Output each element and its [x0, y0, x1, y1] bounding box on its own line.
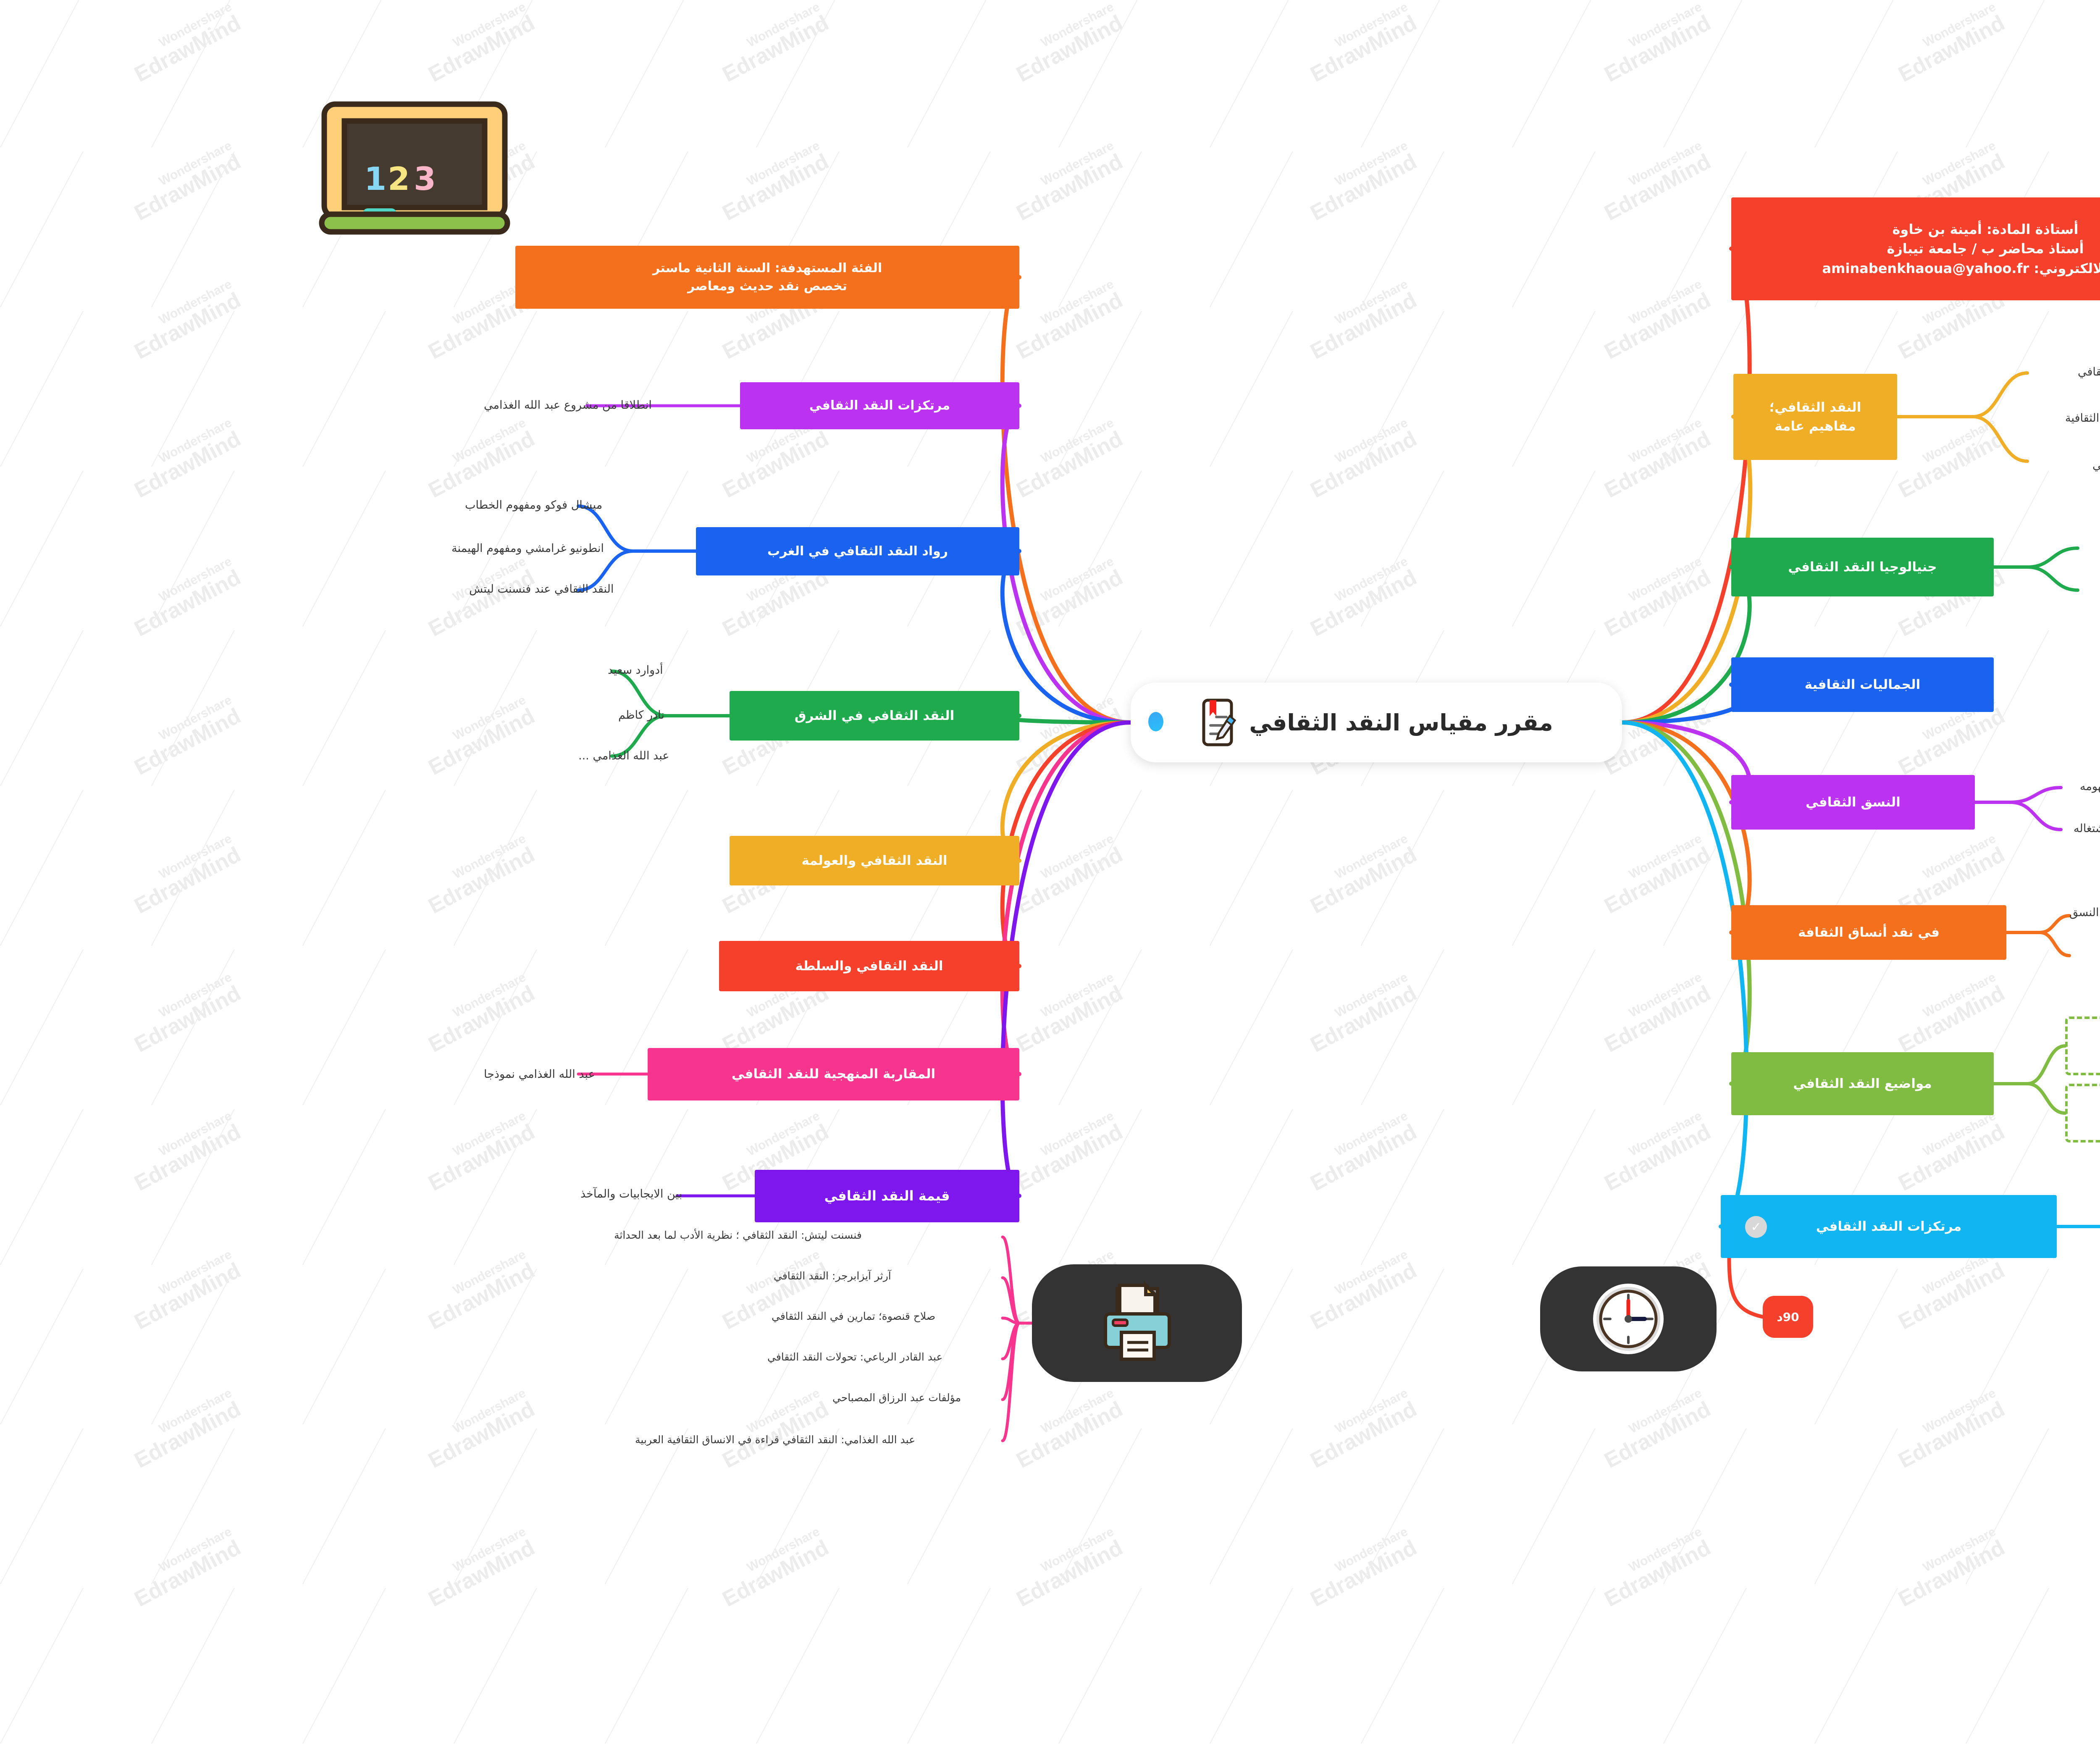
- dashbox-foundations-right-1: انطلاقا من مشروع عبد الله الغذامي: [1737, 1199, 2014, 1254]
- node-cultural-pattern[interactable]: النسق الثقافي: [1348, 775, 1592, 830]
- watermark-hatch: [1885, 1588, 1969, 1744]
- leaf-bibliography-3: صلاح قنصوة؛ تمارين في النقد الثقافي: [388, 1310, 552, 1324]
- leaf-cultural-pattern-1: مفهومه: [1697, 779, 1732, 794]
- node-instructor[interactable]: أستاذة المادة: أمينة بن خاوة أستاذ محاضر…: [1348, 197, 1856, 300]
- leaf-east-criticism-3: عبد الله الغذامي ...: [195, 749, 286, 763]
- node-foundations-right[interactable]: مرتكزات النقد الثقافي: [1338, 1195, 1674, 1258]
- leaf-critique-patterns-1: خطوات الكشف عن النسق: [1686, 905, 1813, 920]
- brand-top-label: Wondershare: [1900, 8, 2026, 22]
- node-aesthetics[interactable]: الجماليات الثقافية: [1348, 657, 1611, 712]
- watermark-hatch: [1583, 1588, 1666, 1744]
- id-card-line: [1900, 189, 1935, 193]
- leaf-foundations-left-1: انطلاقا من مشروع عبد الله الغذامي: [101, 398, 269, 412]
- leaf-genealogy-1: 2- نشأة النقد الثقافي: [1732, 540, 1833, 554]
- node-methodology[interactable]: المقاربة المنهجية للنقد الثقافي: [265, 1048, 636, 1101]
- leaf-critique-patterns-2: أنواع الأنساق: [1732, 947, 1793, 962]
- node-power[interactable]: النقد الثقافي والسلطة: [336, 941, 636, 991]
- leaf-west-pioneers-3: النقد الثقافي عند فنسنت ليتش: [86, 582, 231, 596]
- leaf-methodology-1: عبد الله الغذامي نموذجا: [101, 1067, 212, 1082]
- node-target-audience[interactable]: الفئة المستهدفة: السنة الثانية ماستر تخص…: [132, 246, 636, 309]
- edrawmind-logo-icon: [2034, 8, 2073, 47]
- edrawmind-brand-badge: Wondershare EdrawMind: [1890, 0, 2087, 57]
- leaf-bibliography-2: آرثر آيزابرجر: النقد الثقافي: [391, 1269, 508, 1283]
- center-node[interactable]: مقرر مقياس النقد الثقافي: [748, 683, 1239, 762]
- node-critique-patterns[interactable]: في نقد أنساق الثقافة: [1348, 905, 1623, 960]
- watermark-hatch: [1431, 1588, 1515, 1744]
- watermark-hatch: [222, 1588, 305, 1744]
- watermark-hatch: [1280, 1588, 1364, 1744]
- leaf-bibliography-5: مؤلفات عبد الرزاق المصباحي: [449, 1391, 578, 1405]
- svg-text:2: 2: [5, 160, 27, 197]
- leaf-genealogy-2: 3_ تطورات النقد الثقافي: [1728, 582, 1845, 596]
- node-east-criticism[interactable]: النقد الثقافي في الشرق: [346, 691, 636, 741]
- watermark-hatch: [71, 1588, 154, 1744]
- watermark-hatch: [524, 1588, 608, 1744]
- duration-badge: 90د: [1380, 1296, 1430, 1338]
- leaf-west-pioneers-2: انطونيو غرامشي ومفهوم الهيمنة: [68, 541, 221, 556]
- watermark-hatch: [827, 1588, 910, 1744]
- center-node-title: مقرر مقياس النقد الثقافي: [866, 709, 1170, 736]
- clock-icon: [1205, 1279, 1285, 1359]
- node-west-pioneers[interactable]: رواد النقد الثقافي في الغرب: [313, 527, 636, 575]
- blackboard-123-icon: 1 2 3: [0, 101, 130, 237]
- leaf-bibliography-4: عبد القادر الرباعي: تحولات النقد الثقافي: [384, 1350, 559, 1364]
- id-card-line: [1900, 174, 1935, 178]
- node-general-concepts[interactable]: النقد الثقافي؛ مفاهيم عامة: [1350, 374, 1514, 460]
- mindmap-canvas: Wondershare EdrawMind 1 2 3: [0, 0, 2100, 1552]
- id-card-icon: [1886, 122, 1950, 206]
- leaf-general-concepts-1: مفهوم النقد الثقافي: [1695, 365, 1788, 379]
- leaf-bibliography-1: فنسنت ليتش: النقد الثقافي ؛ نظرية الأدب …: [231, 1229, 479, 1242]
- leaf-general-concepts-2: النقد الثقافي والدراسات الثقافية: [1682, 411, 1833, 425]
- printer-icon: [706, 1281, 802, 1365]
- dashbox-topics-2: الهجنة . الغيرية .....: [1682, 1084, 1888, 1143]
- node-topics[interactable]: مواضيع النقد الثقافي: [1348, 1052, 1611, 1115]
- node-globalization[interactable]: النقد الثقافي والعولمة: [346, 836, 636, 885]
- leaf-east-criticism-1: أدوارد سعيد: [225, 663, 280, 678]
- leaf-west-pioneers-1: ميشال فوكو ومفهوم الخطاب: [82, 498, 219, 512]
- id-card-accent-line: [1908, 165, 1927, 170]
- leaf-value-1: بين الايجابيات والمآخذ: [197, 1187, 299, 1201]
- leaf-cultural-pattern-2: آليات اشتغاله: [1690, 821, 1753, 836]
- dashbox-topics-1: الدراسات الكولونيالية ومابعد الكولونيالي…: [1682, 1016, 2014, 1075]
- clock-icon-pill: [1157, 1266, 1334, 1371]
- printer-icon-pill: [649, 1264, 859, 1382]
- watermark-hatch: [373, 1588, 457, 1744]
- leaf-general-concepts-3: التحليل الثقافي: [1709, 458, 1780, 473]
- center-progress-dot: [765, 712, 780, 731]
- watermark-hatch: [1129, 1588, 1213, 1744]
- svg-text:1: 1: [0, 160, 3, 197]
- brand-bottom-label: EdrawMind: [1900, 24, 2026, 47]
- check-circle-icon: ✓: [1362, 1216, 1384, 1238]
- node-genealogy[interactable]: جنيالوجيا النقد الثقافي: [1348, 538, 1611, 596]
- leaf-east-criticism-2: نادر كاظم: [235, 708, 281, 722]
- notebook-pencil-icon: [816, 698, 855, 747]
- node-foundations-left[interactable]: مرتكزات النقد الثقافي: [357, 382, 636, 429]
- svg-text:3: 3: [31, 160, 53, 197]
- watermark-hatch: [675, 1588, 759, 1744]
- watermark-hatch: [0, 1588, 3, 1744]
- watermark-hatch: [2036, 1588, 2100, 1744]
- id-card-line: [1900, 181, 1935, 185]
- watermark-hatch: [1734, 1588, 1817, 1744]
- leaf-bibliography-6: عبد الله الغذامي: النقد الثقافي قراءة في…: [252, 1433, 532, 1447]
- watermark-hatch: [978, 1588, 1061, 1744]
- node-value[interactable]: قيمة النقد الثقافي: [372, 1170, 636, 1222]
